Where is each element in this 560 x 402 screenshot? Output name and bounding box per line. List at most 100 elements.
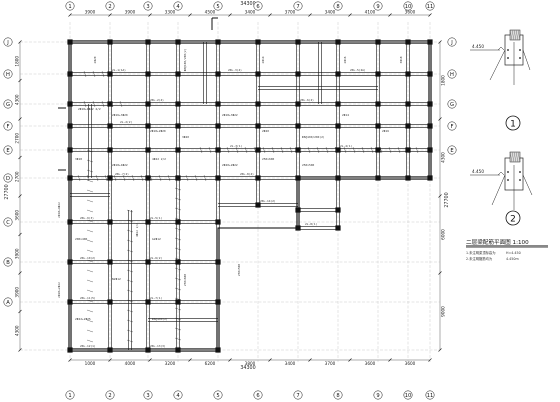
dimension-tick [18,232,22,237]
axis-bubble-bottom-label: 9 [376,393,379,399]
dimension-tick [18,194,22,198]
rebar-dot [507,49,509,51]
column [255,123,261,129]
axis-bubble-left [3,145,13,155]
axis-bubble-bottom [333,390,343,400]
rebar-tick [208,146,212,154]
rebar-label: 2Φ18+4Φ22 4/2 [78,107,101,111]
rebar-tick [235,146,239,154]
column [405,39,411,45]
dimension-tick [428,13,432,17]
rebar-label: Φ8@100/200(2) [302,135,325,139]
column [175,347,181,353]
rebar-label: Φ8@100(2) [152,317,168,321]
axis-bubble-top [213,1,223,11]
rebar-label: 4Φ22 2/2 [152,157,166,161]
rebar-tick [361,146,365,154]
column [145,101,151,107]
rebar-label: 3Φ20 [182,135,189,139]
beam-label: 2KL-11(5) [80,296,96,300]
axis-bubble-right-label: H [450,72,454,78]
dimension-label: 3800 [245,361,256,366]
column [107,175,113,181]
rebar-tick [86,299,94,303]
column [67,123,73,129]
rebar-tick [174,277,182,281]
axis-bubble-bottom [143,390,153,400]
column [175,123,181,129]
column [145,71,151,77]
rebar-dot [519,57,521,59]
rebar-tick [126,259,134,263]
beam-label: 2KL-6(2) [300,98,314,102]
axis-bubble-left-label: H [6,72,10,78]
rebar-label: 2Φ16 [382,129,389,133]
rebar-tick [174,187,182,191]
axis-bubble-left [3,257,13,267]
rebar-tick [126,289,134,293]
rebar-label-vertical: 250x600 [183,274,187,286]
dimension-label: 6200 [205,361,216,366]
rebar-label-vertical: 2Φ20+2Φ22 [57,282,61,298]
column [427,101,433,107]
rebar-tick [174,307,182,311]
column [107,347,113,353]
column [255,101,261,107]
rebar-tick [95,174,99,182]
dimension-tick [148,358,152,362]
axis-bubble-top [65,1,75,11]
dimension-label: 3300 [165,10,176,15]
rebar-dot [519,179,521,181]
rebar-tick [174,177,182,181]
dimension-label: 4000 [125,361,136,366]
rebar-tick [126,229,134,233]
column [405,175,411,181]
rebar-tick [174,237,182,241]
rebar-tick [86,319,94,323]
dimension-tick [438,271,442,275]
dimension-tick [308,358,312,362]
rebar-tick [167,174,171,182]
dimension-label: 3600 [365,361,376,366]
rebar-label-vertical: 2Φ20 [93,56,97,63]
rebar-label: 2Φ16+3Φ20 [112,113,128,117]
dimension-label: 3900 [85,10,96,15]
rebar-tick [140,174,144,182]
dimension-tick [18,309,22,314]
rebar-tick [174,347,182,351]
column [215,147,221,153]
detail-2-number: 2 [510,215,516,225]
rebar-tick [86,189,94,193]
dimension-tick [148,13,152,17]
beam-framing [68,40,432,352]
section-detail-2: 4.450 2 [470,151,533,226]
rebar-tick [203,174,207,182]
dimension-tick [18,78,22,83]
total-height-left: 27700 [4,184,10,199]
column [405,123,411,129]
axis-bubble-bottom [213,390,223,400]
column [67,71,73,77]
column [107,147,113,153]
rebar-tick [86,339,94,343]
axis-bubble-top-label: 6 [256,4,259,10]
dimension-tick [268,13,272,17]
column [107,299,113,305]
rebar-tick [110,100,114,108]
rebar-tick [388,146,392,154]
rebar-tick [83,100,87,108]
axis-bubble-top [293,1,303,11]
axis-bubble-bottom-label: 4 [176,393,180,399]
column [295,71,301,77]
dimension-label: 3400 [285,361,296,366]
rebar-tick [86,259,94,263]
column [335,147,341,153]
beam-label: 2KL-14(2) [260,199,276,203]
column [107,71,113,77]
axis-bubble-bottom-label: 10 [405,393,412,399]
column [107,39,113,45]
rebar-label: N2Φ12 [112,277,121,281]
column [67,39,73,45]
axis-bubble-left-label: B [6,260,10,266]
axis-bubble-bottom [105,390,115,400]
